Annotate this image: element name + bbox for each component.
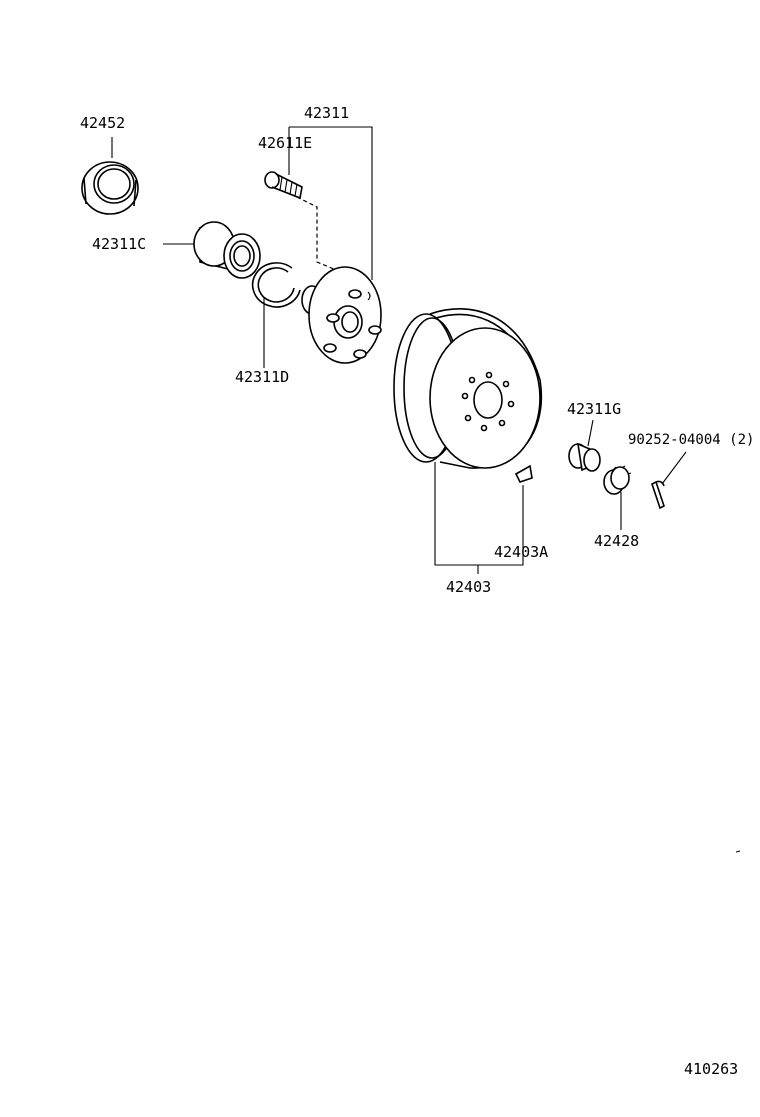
axle-hub-42311 [301,266,382,364]
drum-plug-42403A [514,464,533,483]
bearing-42311G [568,442,601,472]
figure-number: 410263 [684,1060,739,1078]
stray-mark [735,850,741,853]
label-42403: 42403 [446,578,492,596]
castle-nut-42428 [603,465,632,495]
label-42428: 42428 [594,532,640,550]
leader-lines [111,126,687,574]
label-42311G: 42311G [567,400,622,418]
label-42452: 42452 [80,114,126,132]
hub-bolt-42611E [264,171,303,200]
label-42311C: 42311C [92,235,147,253]
snap-ring-42311D [251,262,301,308]
label-90252-04004: 90252-04004 (2) [628,432,755,448]
brake-drum-42403 [393,308,543,469]
label-42311D: 42311D [235,368,290,386]
cotter-pin-90252 [651,480,665,510]
label-42611E: 42611E [258,134,313,152]
label-42403A: 42403A [494,543,549,561]
label-42311: 42311 [304,104,350,122]
bearing-42311C [193,221,261,279]
oil-seal-42452 [81,161,139,215]
